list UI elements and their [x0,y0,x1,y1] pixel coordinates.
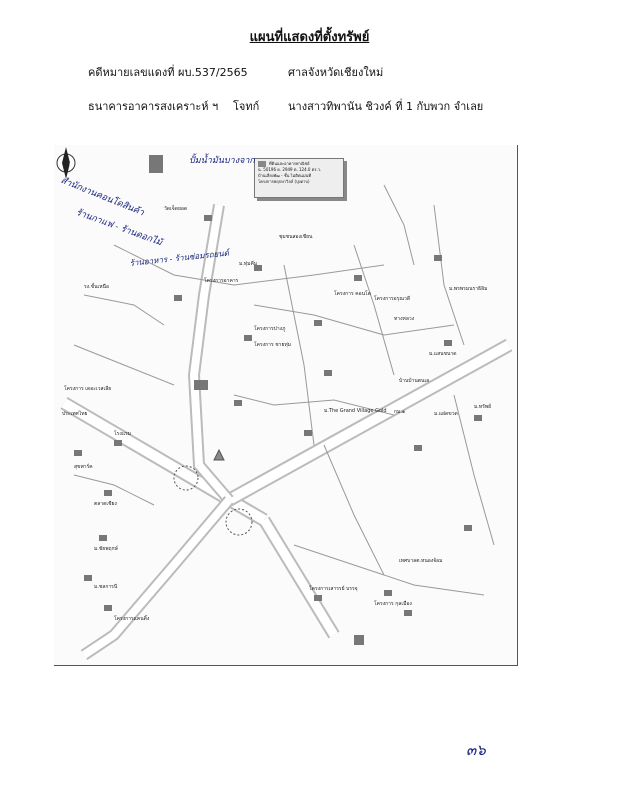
map-label: สุขพาร์ค [74,464,93,470]
map-label: โครงการ กุลเมือง [374,601,412,607]
court-name: ศาลจังหวัดเชียงใหม่ [288,66,384,79]
compass-label: N [69,163,73,169]
map-label: เทศบาลต.หนองจ้อม [399,558,443,564]
highway-east [225,338,513,507]
map-label: โครงการแคนดิ้ง [114,616,150,622]
map-label: ม.ทรัพย์ [474,404,492,410]
map-temple-icon [213,448,225,461]
minor-roads [73,184,495,596]
map-label: ม.พรพรมนราธิอิม [449,286,488,292]
map-label: โครงการปางภู [254,326,286,332]
map-legend: ที่ดินและอาคารพาณิชย์ ฉ. 50196 ด. 2949 ต… [254,158,344,198]
case-number: คดีหมายเลขแดงที่ ผบ.537/2565 [88,66,248,79]
road-north [187,204,234,504]
road-southwest [80,496,234,660]
page-number: ๓๖ [466,741,486,759]
legend-line-3: โครงการพฤกษาวิลล์ (ปุงดาบ) [258,179,310,184]
legend-title: ที่ดินและอาคารพาณิชย์ [269,161,310,166]
map-label: บ้านบ้านตนเล [399,378,430,384]
map-label: ชุมชนสองเชียน [279,234,313,240]
map-label: โครงการเสารรย์ บรรจุ [309,586,358,592]
map-label: โครงการ เดอะเวสเลีย [64,386,112,392]
legend-line-2: บ้านเลียงพัฒ - ชั้น ไม่ติดแม่นที [258,173,312,178]
map-label: ตลาดเชียง [94,501,117,507]
intersection-marker-1 [173,465,199,491]
map-label: ม.The Grand Village Gold [324,408,387,414]
intersection-marker-2 [225,508,253,536]
map-label: โครงการอรุณวดี [374,296,411,302]
legend-line-1: ฉ. 50196 ด. 2949 ต. 124.0 ตร.ว. [258,167,322,172]
document-title: แผนที่แสดงที่ตั้งทรัพย์ [249,30,370,45]
map-label: ประเทศไทย [62,411,88,417]
map-roads [60,155,513,660]
defendant-name: นางสาวทิพานัน ชิวงค์ ที่ 1 กับพวก จำเลย [288,100,484,113]
map-building-icons [74,155,482,645]
map-label: ม.แสนขนาด [429,351,457,357]
map-label: โครงการ ชายทุ่ม [254,342,291,348]
map-label: โครงการอาคาร [204,278,239,284]
handwritten-note-top: ปั้มน้ำมันบางจาก [189,156,255,166]
plaintiff-role: โจทก์ [233,100,260,113]
map-label: รง.ชั้นเหนือ [84,284,109,290]
compass-icon: N [56,147,76,179]
map-label: โครงการ คอนโด [334,291,371,297]
plaintiff-name: ธนาคารอาคารสงเคราะห์ ฯ [88,100,219,113]
map-label: ม.แฝดขวด [434,411,458,417]
map-label: โรงแรม [114,431,132,437]
map-label: ม.ทุ่มคีม [239,261,258,267]
location-map: ที่ดินและอาคารพาณิชย์ ฉ. 50196 ด. 2949 ต… [54,145,518,666]
map-label: ม.ชลการนี [94,584,118,590]
map-label: ทางหลวง [394,316,415,322]
map-label: กม.๑ [394,409,406,415]
map-label: วัดเจ็ดยอด [164,206,188,212]
map-label: ม.ชัยพฤกษ์ [94,546,118,552]
